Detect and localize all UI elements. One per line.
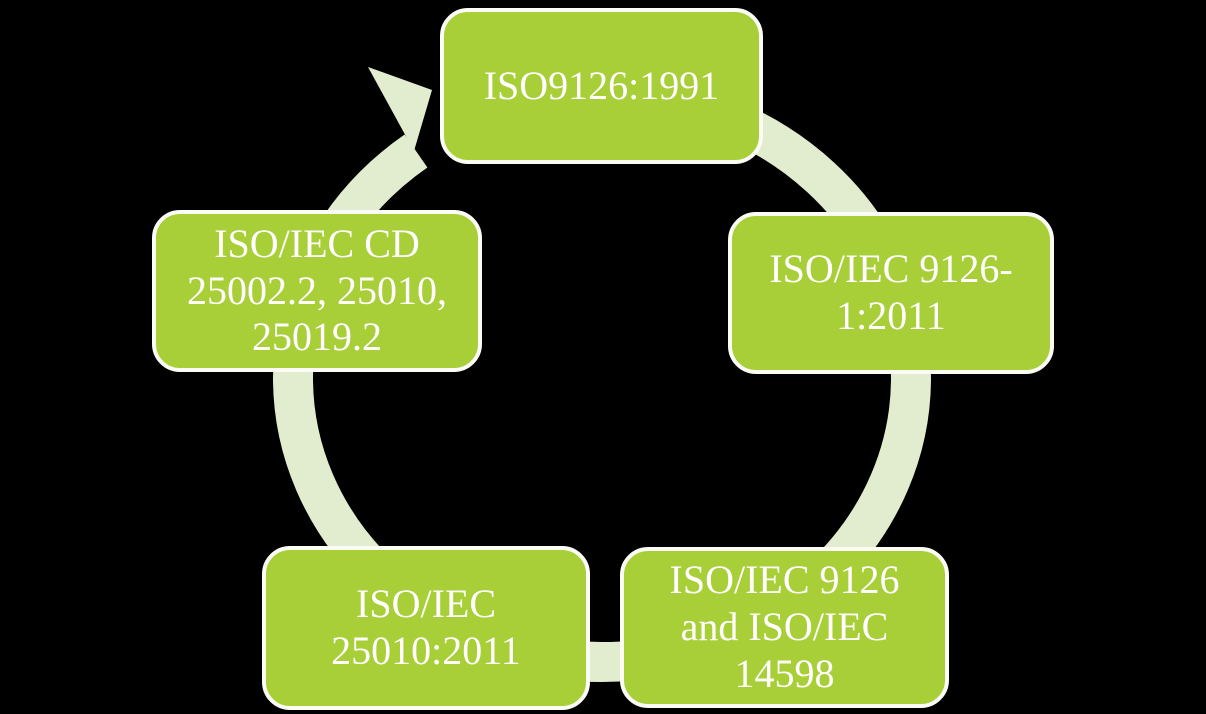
node-label: ISO/IEC 9126 and ISO/IEC 14598	[669, 557, 900, 696]
node-isoiec-cd-25002-25010-25019: ISO/IEC CD 25002.2, 25010, 25019.2	[152, 210, 482, 372]
node-iso9126-1991: ISO9126:1991	[440, 8, 763, 164]
node-isoiec-9126-1-2011: ISO/IEC 9126-1:2011	[728, 212, 1054, 374]
node-label: ISO/IEC 25010:2011	[331, 581, 521, 673]
node-label: ISO/IEC 9126-1:2011	[769, 246, 1013, 338]
node-isoiec-9126-and-14598: ISO/IEC 9126 and ISO/IEC 14598	[620, 547, 949, 708]
node-isoiec-25010-2011: ISO/IEC 25010:2011	[262, 546, 590, 710]
node-label: ISO9126:1991	[483, 62, 720, 108]
cycle-arrow-head-icon	[368, 67, 432, 151]
node-label: ISO/IEC CD 25002.2, 25010, 25019.2	[187, 220, 447, 360]
